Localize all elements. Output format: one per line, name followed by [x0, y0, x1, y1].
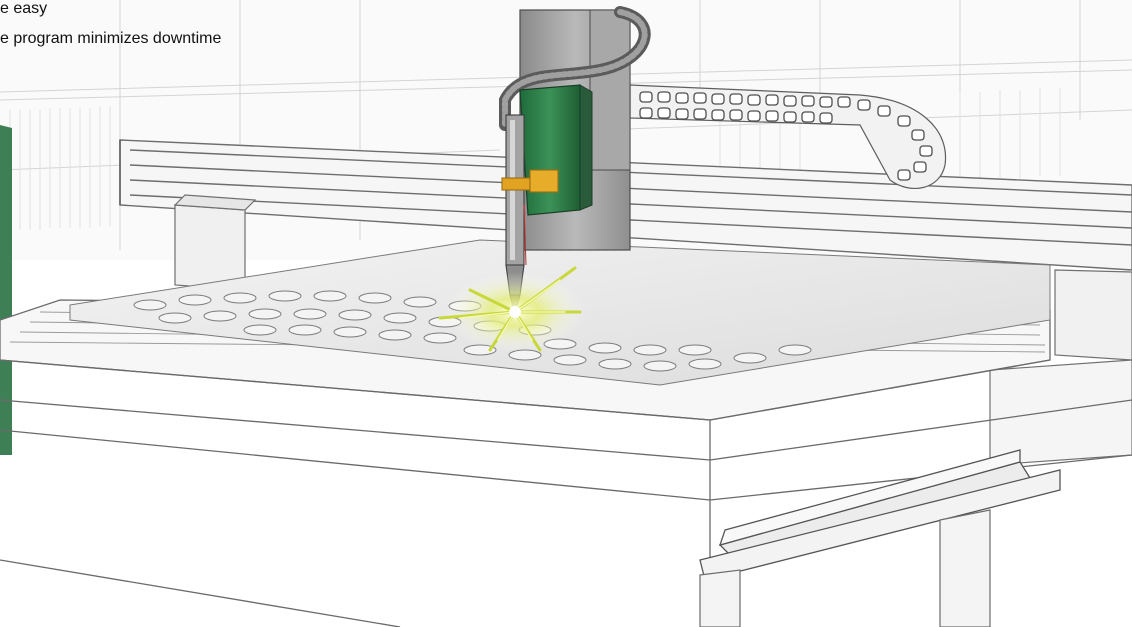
caption-line-1: e easy: [0, 0, 48, 17]
green-motor-housing: [519, 84, 593, 216]
torch-hose: [499, 6, 651, 131]
gantry-leg-left: [173, 194, 257, 291]
cut-hole-pattern: [133, 290, 812, 372]
front-support-leg: [699, 509, 991, 627]
gantry-leg-right: [989, 269, 1132, 466]
plasma-spark: [438, 266, 585, 352]
caption-line-2: e program minimizes downtime: [0, 30, 222, 47]
front-rail: [699, 449, 1061, 581]
green-panel-edge: [0, 125, 12, 455]
cable-drag-chain: [629, 84, 947, 189]
